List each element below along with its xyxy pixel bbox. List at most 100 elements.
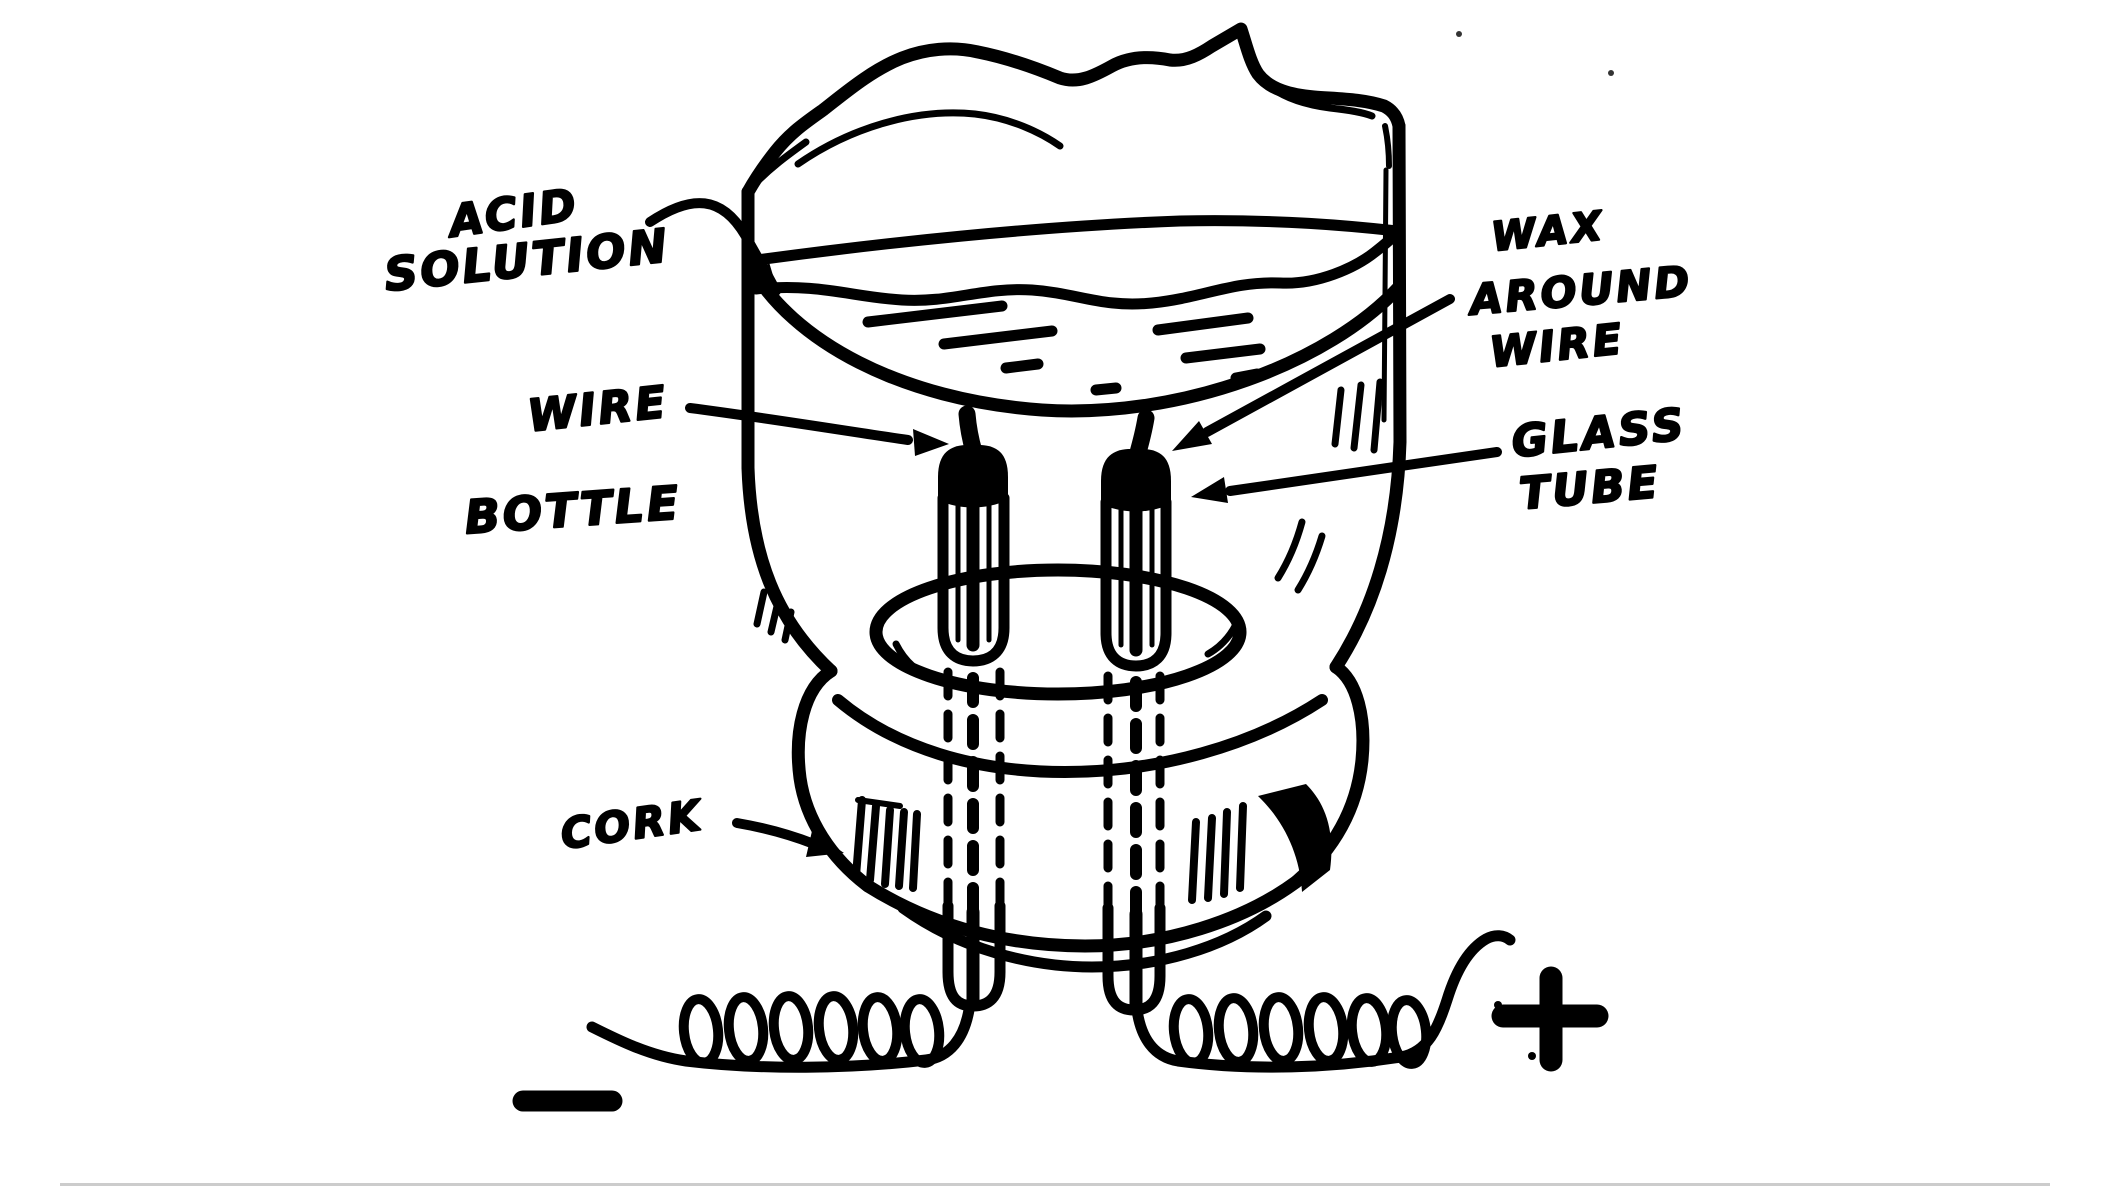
wax-label-line3: WIRE — [1487, 314, 1626, 377]
wall-right-shade — [1370, 378, 1384, 454]
ink-speck — [1608, 70, 1614, 76]
cork-label: CORK — [558, 790, 707, 859]
coil-loop — [1303, 992, 1349, 1066]
cork-top-shading-right — [1204, 616, 1242, 658]
glass-tube-leader-line — [1225, 447, 1502, 496]
neck-right-shade — [1294, 532, 1326, 594]
neck-rim-bottom-arc — [861, 875, 1303, 953]
ripple-dash — [862, 300, 1008, 328]
ink-speck — [1456, 31, 1462, 37]
scan-edge-line — [60, 1183, 2050, 1186]
ink-speck — [1528, 1052, 1536, 1060]
surface-wavy-line — [750, 227, 1403, 310]
surface-front-arc — [742, 257, 1406, 418]
cork-hatch-stroke — [1236, 802, 1247, 892]
surface-ripple-dashes — [862, 300, 1266, 396]
coil-loop — [768, 991, 814, 1065]
left-glass-tube — [937, 405, 1010, 667]
ink-speck — [1494, 1001, 1502, 1009]
coil-loop — [813, 991, 859, 1065]
plus-sign: + — [1491, 966, 1609, 1072]
label-glass-tube: GLASS TUBE — [1191, 398, 1690, 521]
cork-hatch-stroke — [1188, 818, 1200, 904]
glass-shading — [753, 378, 1384, 644]
coil-loop — [899, 994, 945, 1068]
coil-loop — [1258, 992, 1304, 1066]
label-bottle: BOTTLE — [462, 474, 684, 545]
cork-top-shading-left — [892, 640, 941, 684]
right-tube-outline — [1100, 496, 1172, 672]
wax-label-line1: WAX — [1489, 203, 1607, 261]
cork-hatch-tick — [855, 797, 903, 809]
cork-arrowhead — [806, 831, 844, 857]
cork-assembly — [791, 563, 1370, 973]
broken-rim-edge — [741, 22, 1406, 199]
positive-lead-wire — [1131, 930, 1516, 1073]
coil-loop — [1346, 993, 1392, 1067]
coil-loop — [678, 994, 724, 1068]
cork-hatch-stroke — [881, 806, 894, 888]
label-acid-solution: ACID SOLUTION — [381, 178, 781, 303]
rim-corner-inner-line — [1382, 123, 1392, 169]
cork-hatching — [852, 784, 1332, 904]
label-wire: WIRE — [524, 376, 949, 456]
scan-artifacts — [60, 31, 2050, 1186]
coil-loop — [857, 992, 903, 1066]
glass-label-line2: TUBE — [1517, 457, 1662, 520]
cork-lower-lip-arc — [897, 902, 1272, 973]
liquid-surface — [742, 215, 1406, 418]
rim-inner-left-line — [749, 138, 810, 190]
right-coil-loops — [1168, 992, 1432, 1069]
wax-leader-line — [1202, 294, 1455, 437]
cork-hatch-stroke — [895, 808, 908, 890]
negative-lead-wire — [586, 991, 975, 1073]
cork-leader-line — [732, 818, 819, 849]
cork-hatch-stroke — [1220, 808, 1231, 898]
wire-label: WIRE — [525, 377, 670, 442]
wax-arrowhead — [1172, 421, 1212, 451]
coil-loop — [1213, 993, 1259, 1067]
rim-inner-fold-line — [1254, 70, 1376, 120]
neck-right-shade — [1274, 518, 1306, 582]
ripple-dash — [1230, 368, 1263, 384]
cork-hatch-stroke — [852, 796, 866, 880]
wall-right-shade — [1331, 386, 1345, 448]
wall-right-shade — [1350, 381, 1365, 452]
ripple-dash — [938, 325, 1058, 350]
surface-back-line — [744, 215, 1403, 267]
coil-loop — [723, 992, 769, 1066]
left-lead-baseline — [586, 1004, 975, 1073]
bottle-right-wall — [1329, 119, 1407, 674]
ripple-dash — [1090, 382, 1122, 396]
glass-label-line1: GLASS — [1509, 399, 1688, 468]
neck-rim-left-bulge — [791, 664, 875, 893]
glass-tube-arrowhead — [1191, 477, 1228, 503]
acid-arrowhead — [753, 262, 780, 299]
neck-rim-top-arc — [832, 694, 1328, 778]
right-lead-baseline — [1131, 930, 1516, 1073]
ripple-dash — [1152, 312, 1254, 336]
cork-hatch-stroke — [909, 810, 921, 892]
neck-left-shade — [753, 588, 768, 628]
left-coil-loops — [678, 991, 945, 1068]
rim-inner-hump-line — [794, 109, 1064, 168]
tube-stubs-below-cork — [942, 900, 1166, 1016]
wax-label-line2: AROUND — [1465, 256, 1694, 324]
left-tube-outline — [937, 492, 1010, 667]
right-glass-tube — [1100, 409, 1172, 672]
left-wax-seal — [938, 445, 1008, 508]
ripple-dash — [1000, 358, 1044, 374]
neck-left-shade — [781, 608, 795, 644]
neck-left-shade — [767, 598, 782, 636]
cork-hatch-stroke — [1204, 814, 1216, 902]
coil-loop — [1168, 994, 1214, 1068]
bottle-label: BOTTLE — [463, 476, 683, 545]
cork-dark-shadow — [1258, 784, 1332, 892]
cork-hatch-stroke — [866, 802, 880, 884]
wire-leader-line — [685, 403, 913, 445]
tube-hidden-dashes — [943, 667, 1165, 918]
bottle-left-wall — [741, 185, 838, 678]
cork-top-ellipse — [869, 563, 1247, 701]
